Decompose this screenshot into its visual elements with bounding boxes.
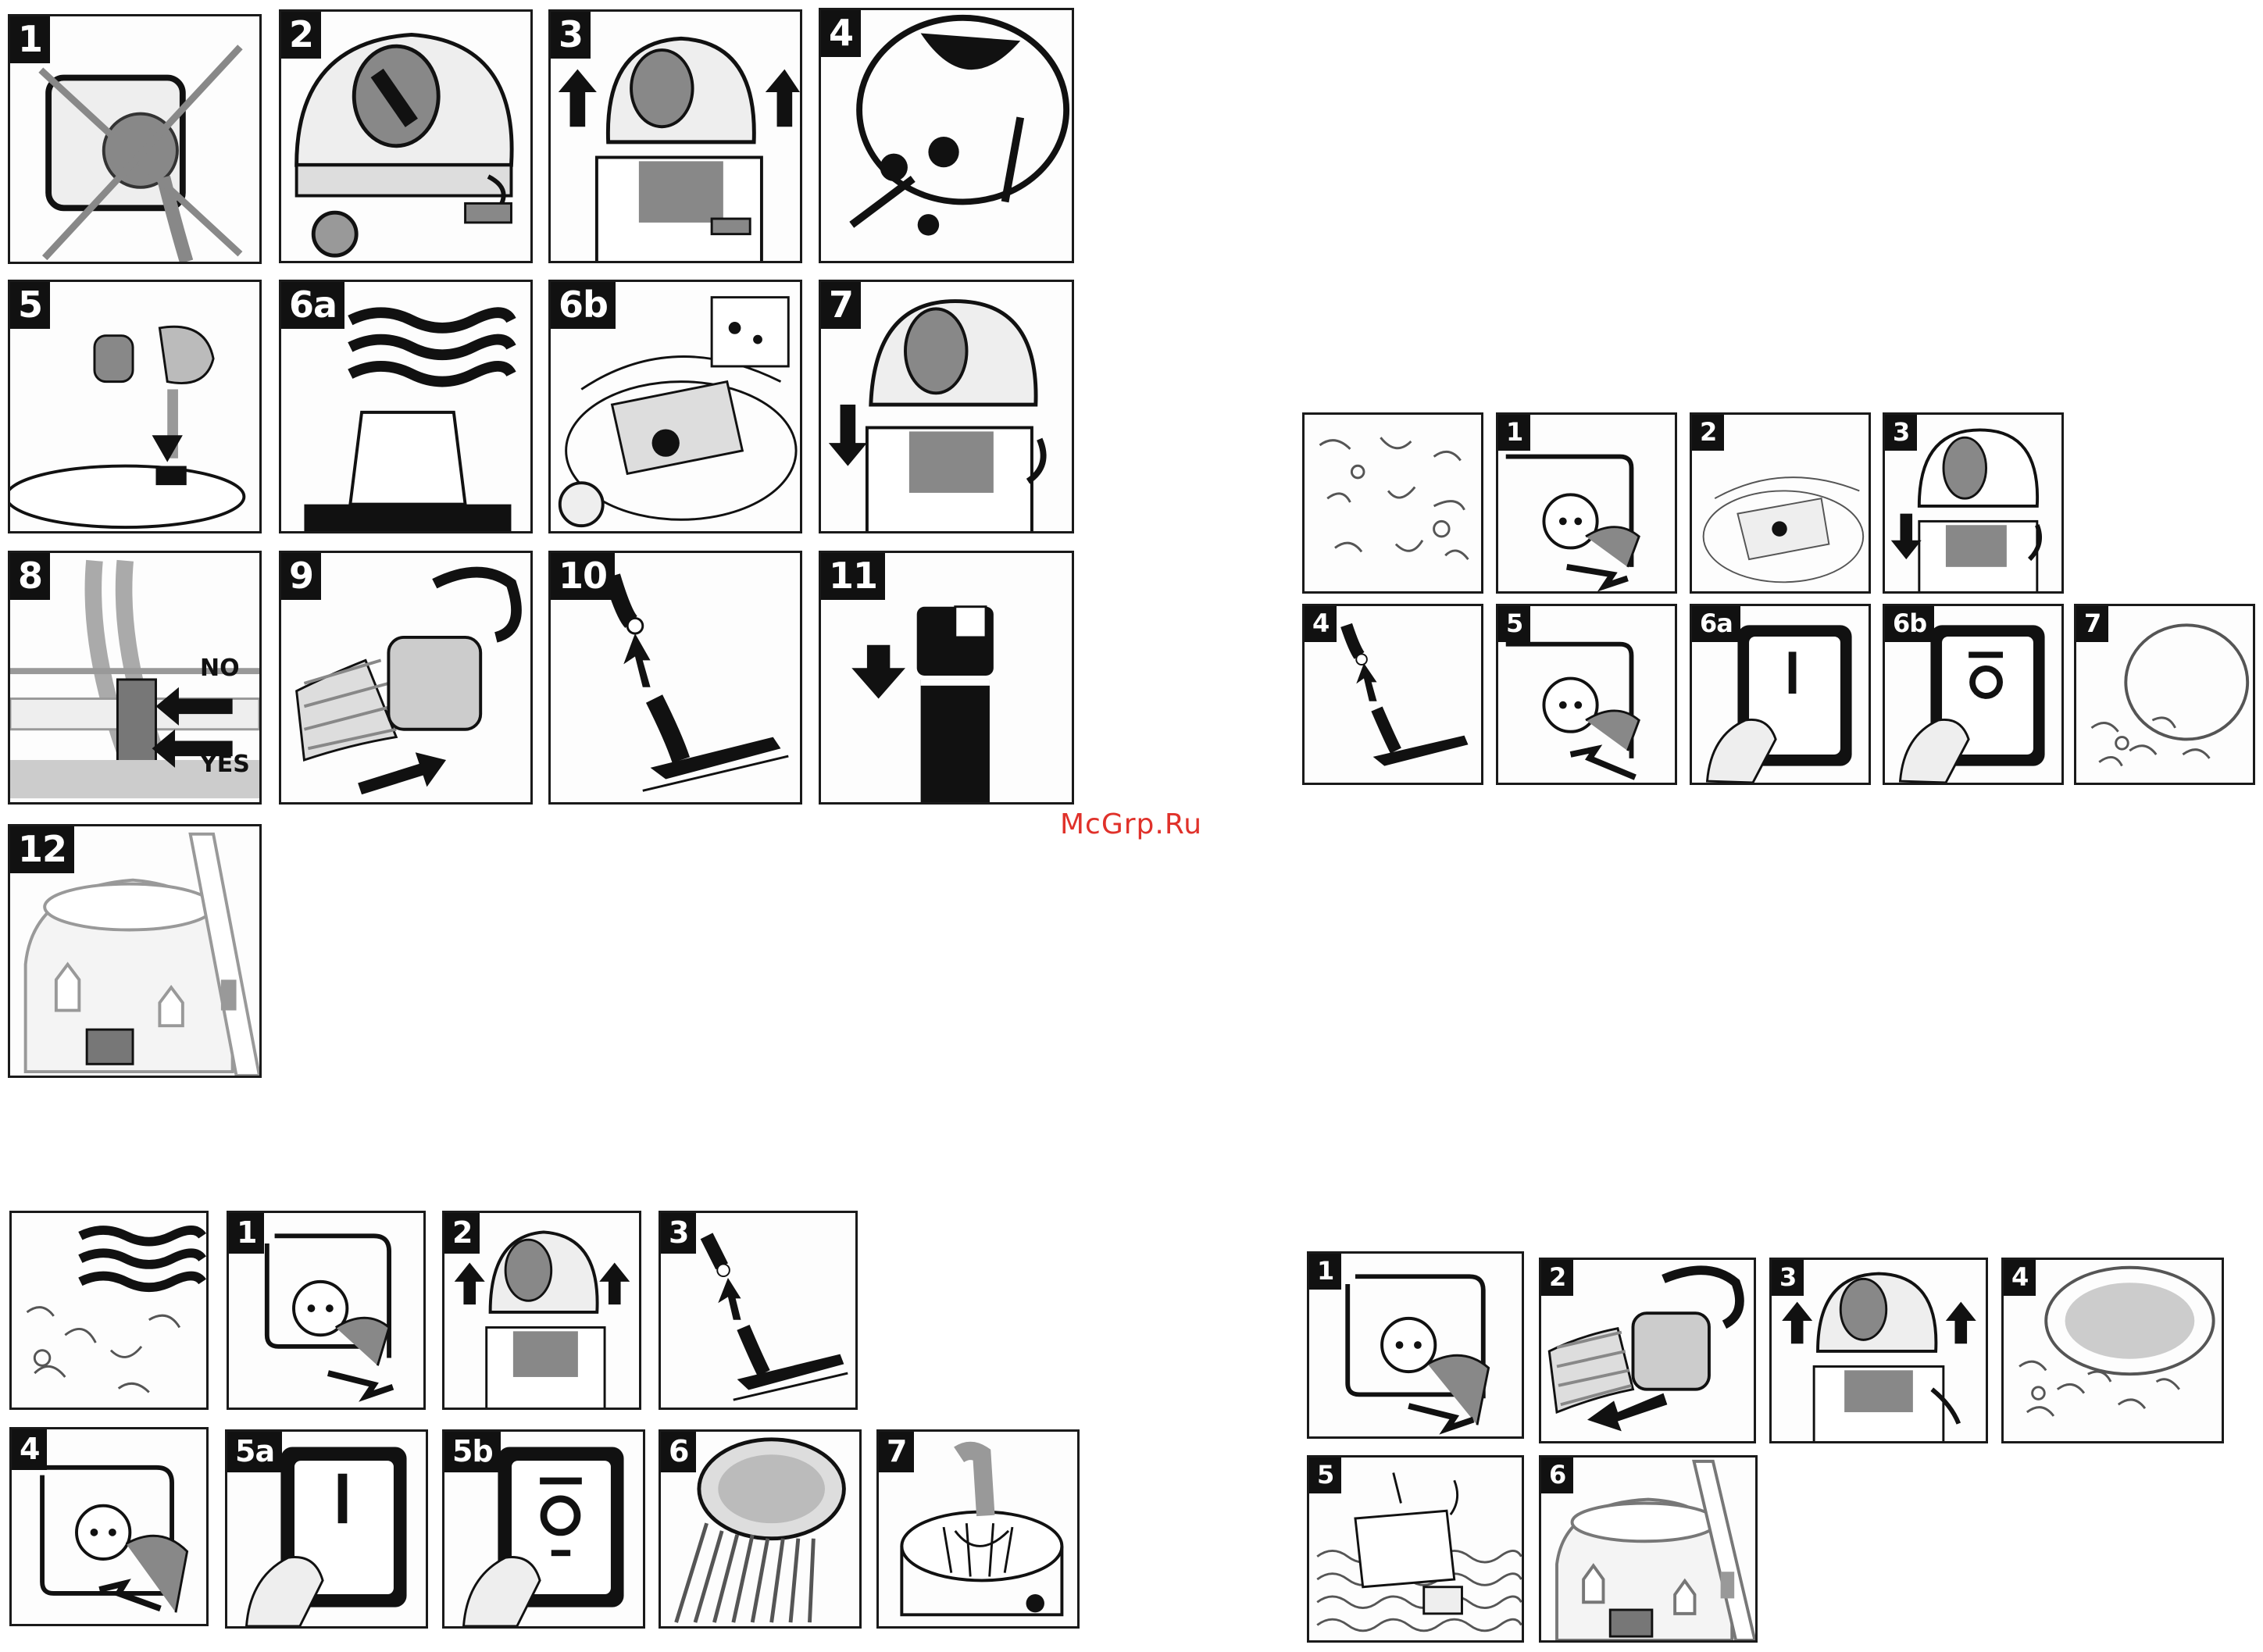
step-number: 9	[281, 553, 321, 600]
step-panel-tl-5: 5	[8, 280, 262, 533]
step-number: 4	[12, 1429, 47, 1470]
step-number: 1	[1498, 415, 1530, 451]
step-number: 6	[1541, 1458, 1573, 1493]
step-panel-tl-7: 7	[819, 280, 1074, 533]
step-number: 4	[2004, 1260, 2036, 1296]
step-panel-bl-7: 7	[876, 1429, 1080, 1629]
step-number: 11	[821, 553, 885, 600]
step-panel-tr-7: 7	[2074, 604, 2255, 785]
step-panel-br-1: 1	[1307, 1251, 1524, 1439]
step-panel-bl-2: 2	[442, 1211, 641, 1410]
step-panel-tl-11: 11	[819, 551, 1074, 805]
step-panel-tl-12: 12	[8, 824, 262, 1078]
step-panel-tl-9: 9	[279, 551, 533, 805]
step-panel-br-2: 2	[1539, 1258, 1756, 1443]
step-panel-tl-10: 10	[548, 551, 802, 805]
label-no: NO	[200, 655, 240, 682]
step-number: 1	[229, 1213, 264, 1254]
water-waves-icon	[12, 1213, 206, 1408]
step-number: 6a	[281, 282, 344, 329]
step-number: 5	[1498, 606, 1530, 642]
step-panel-tr-3: 3	[1883, 412, 2064, 594]
step-panel-br-4: 4	[2001, 1258, 2224, 1443]
step-number: 7	[821, 282, 861, 329]
step-panel-bl-1: 1	[227, 1211, 426, 1410]
step-number: 10	[551, 553, 615, 600]
step-number: 2	[444, 1213, 480, 1254]
watermark: McGrp.Ru	[1060, 808, 1202, 840]
step-panel-bl-3: 3	[659, 1211, 858, 1410]
step-number: 3	[1885, 415, 1917, 451]
step-number: 12	[10, 826, 74, 873]
step-number: 4	[1305, 606, 1337, 642]
label-yes: YES	[200, 751, 250, 778]
step-number: 5	[10, 282, 50, 329]
step-panel-bl-water-debris	[9, 1211, 209, 1410]
step-number: 3	[1772, 1260, 1804, 1296]
step-panel-tl-6a: 6a	[279, 280, 533, 533]
step-panel-tr-6b: 6b	[1883, 604, 2064, 785]
step-number: 2	[1692, 415, 1724, 451]
step-panel-tr-4: 4	[1302, 604, 1483, 785]
step-panel-tr-2: 2	[1690, 412, 1871, 594]
step-panel-tl-1: 1	[8, 14, 262, 264]
empty-dust-icon	[2004, 1260, 2222, 1441]
step-panel-bl-6: 6	[659, 1429, 862, 1629]
step-panel-bl-4: 4	[9, 1427, 209, 1626]
step-number: 5b	[444, 1432, 501, 1472]
step-panel-tl-2: 2	[279, 9, 533, 263]
step-number: 1	[10, 16, 50, 63]
step-number: 8	[10, 553, 50, 600]
step-number: 5	[1309, 1458, 1341, 1493]
step-number: 6b	[551, 282, 616, 329]
step-number: 1	[1309, 1254, 1341, 1290]
step-number: 3	[551, 12, 591, 59]
step-number: 5a	[227, 1432, 282, 1472]
step-number: 6	[661, 1432, 696, 1472]
step-number: 7	[879, 1432, 914, 1472]
step-number: 7	[2076, 606, 2108, 642]
step-panel-tl-4: 4	[819, 8, 1074, 263]
step-panel-br-3: 3	[1769, 1258, 1988, 1443]
step-panel-bl-5b: 5b	[442, 1429, 645, 1629]
step-panel-tr-6a: 6a	[1690, 604, 1871, 785]
step-panel-tr-1: 1	[1496, 412, 1677, 594]
step-number: 6a	[1692, 606, 1740, 642]
step-panel-tl-6b: 6b	[548, 280, 802, 533]
step-panel-tr-debris	[1302, 412, 1483, 594]
step-panel-tl-3: 3	[548, 9, 802, 263]
step-panel-br-5: 5	[1307, 1455, 1524, 1643]
step-panel-tl-8: 8 NO YES	[8, 551, 262, 805]
step-number: 4	[821, 10, 861, 57]
step-number: 3	[661, 1213, 696, 1254]
dust-debris-icon	[1305, 415, 1481, 591]
step-panel-tr-5: 5	[1496, 604, 1677, 785]
step-panel-br-6: 6	[1539, 1455, 1758, 1643]
step-number: 6b	[1885, 606, 1934, 642]
step-panel-bl-5a: 5a	[225, 1429, 428, 1629]
step-number: 2	[281, 12, 321, 59]
step-number: 2	[1541, 1260, 1573, 1296]
